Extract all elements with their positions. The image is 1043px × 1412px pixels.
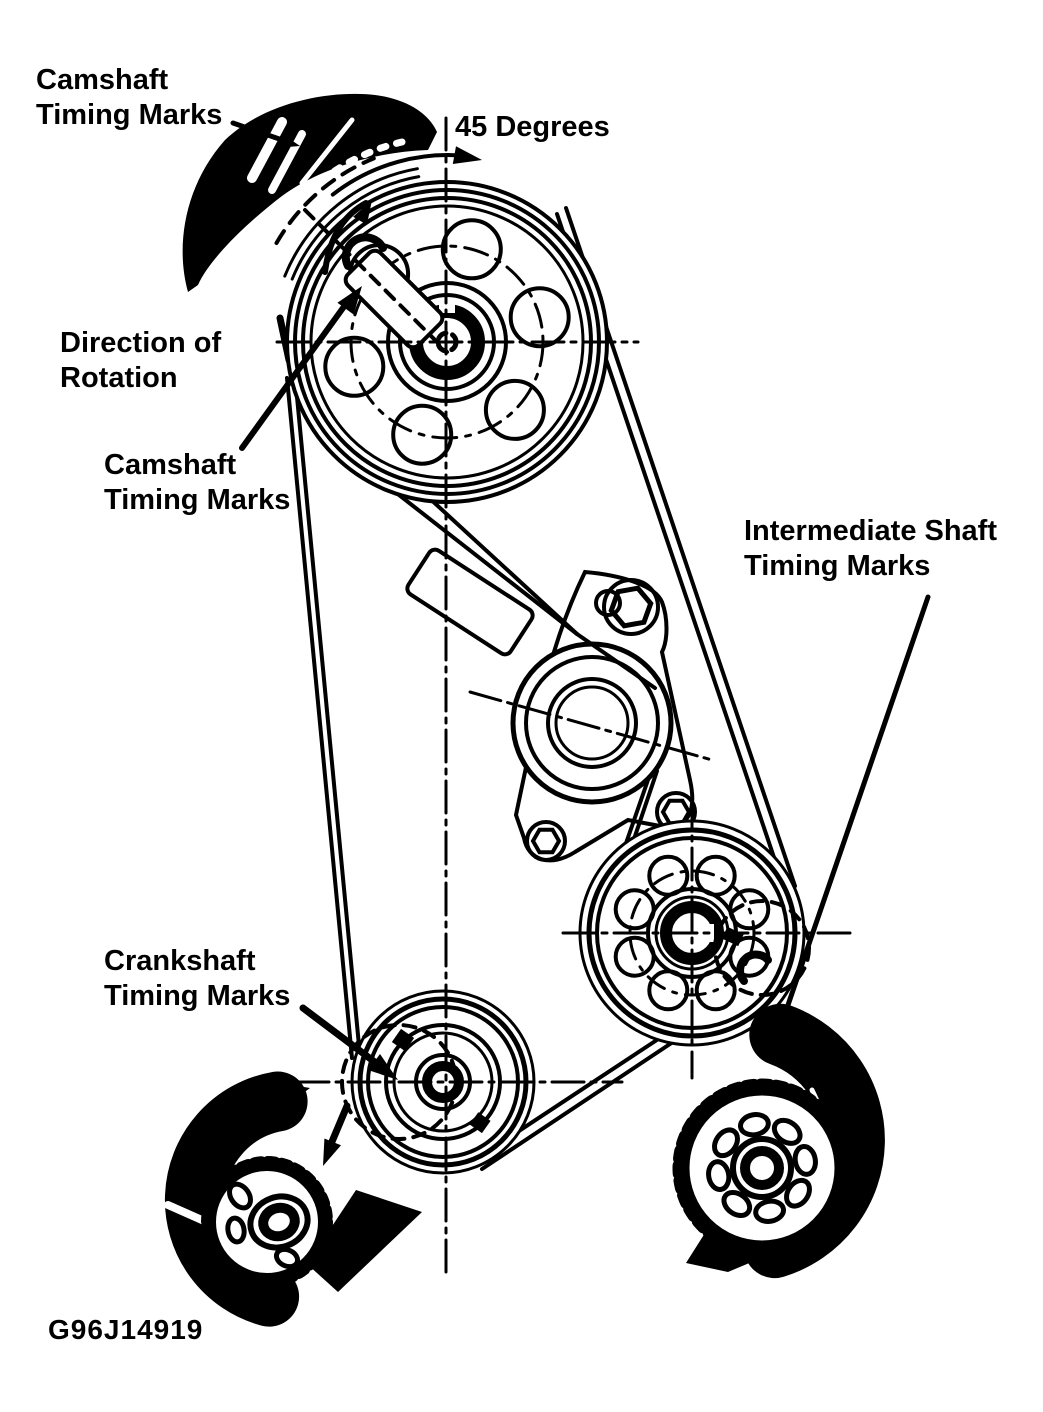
rotation-arrow <box>322 200 369 275</box>
label-line: Timing Marks <box>36 99 223 131</box>
camshaft-mid-leader <box>239 298 351 451</box>
belt-left-span-outer <box>285 376 354 1060</box>
crankshaft-arrowhead-icon <box>368 1054 398 1080</box>
label-line: Intermediate Shaft <box>744 515 997 547</box>
camshaft-closeup-mark-3 <box>299 117 355 186</box>
camshaft-closeup-belt-edge-1 <box>283 167 419 278</box>
crank-closeup-hub-ring <box>258 1202 300 1242</box>
crank-closeup-belt-wedge <box>307 1190 422 1292</box>
tensioner-bolt-left-washer <box>525 820 567 862</box>
int-closeup-hole <box>792 1144 818 1177</box>
cam-hole <box>483 378 546 441</box>
label-camshaft-timing-marks-top: Camshaft Timing Marks <box>36 63 222 133</box>
rotation-arrowhead-icon <box>353 200 372 225</box>
tensioner-pulley-hub <box>546 677 638 769</box>
belt-tensioner <box>405 547 697 863</box>
crank-closeup-hole <box>225 1215 247 1245</box>
label-45-degrees: 45 Degrees <box>455 110 610 145</box>
label-line: Rotation <box>60 362 178 394</box>
cam-pointer-hook <box>341 233 387 270</box>
tensioner-bolt-top-washer <box>602 578 660 636</box>
label-line: 45 Degrees <box>455 111 610 143</box>
tensioner-bolt-top-hex <box>608 585 654 629</box>
camshaft-closeup-mark-2 <box>268 130 306 194</box>
centerlines <box>275 116 854 1274</box>
figure-code: G96J14919 <box>48 1314 204 1345</box>
belt-bottom-span-outer <box>480 1036 681 1171</box>
crank-closeup-sprocket-teeth <box>201 1156 333 1288</box>
camshaft-mid-arrowhead-icon <box>337 286 362 315</box>
label-line: Timing Marks <box>104 484 291 516</box>
label-camshaft-timing-marks-mid: Camshaft Timing Marks <box>104 448 290 518</box>
tensioner-pulley-ring <box>524 655 660 791</box>
camshaft-top-leader <box>230 120 291 145</box>
crank-closeup-hole <box>227 1181 253 1211</box>
belt-left-span-inner <box>293 374 362 1058</box>
label-direction-of-rotation: Direction of Rotation <box>60 326 221 396</box>
crank-closeup-hole <box>273 1246 301 1270</box>
camshaft-closeup-belt-band <box>182 93 437 292</box>
leader-arrows <box>230 120 931 1166</box>
intermediate-shaft-closeup <box>672 1003 885 1279</box>
int-closeup-sprocket-teeth <box>672 1078 852 1258</box>
belt-inner-span-a <box>383 482 579 636</box>
camshaft-closeup-teeth <box>263 138 406 250</box>
cam-hole <box>508 286 571 349</box>
int-closeup-hole <box>753 1198 786 1224</box>
belt-inner-span-c <box>575 632 657 690</box>
int-closeup-hole <box>784 1177 812 1209</box>
label-line: Direction of <box>60 327 222 359</box>
int-closeup-hub-ring <box>740 1146 784 1190</box>
label-intermediate-shaft-timing-marks: Intermediate Shaft Timing Marks <box>744 514 997 584</box>
cam-hole <box>323 335 386 398</box>
crankshaft-closeup <box>164 1071 422 1327</box>
degrees-arrowhead-icon <box>452 146 482 164</box>
cam-keyway <box>439 300 455 313</box>
label-line: Timing Marks <box>744 550 931 582</box>
tensioner-centerline <box>468 690 714 762</box>
int-closeup-hole <box>706 1159 732 1192</box>
label-line: Timing Marks <box>104 980 291 1012</box>
degrees-arc <box>330 153 473 197</box>
tensioner-bolt-left-hex <box>530 827 562 855</box>
camshaft-top-arrowhead-icon <box>278 134 300 148</box>
cam-pointer-axis-dashes-ext <box>303 208 340 245</box>
label-line: Crankshaft <box>104 945 256 977</box>
label-line: Camshaft <box>104 449 237 481</box>
intermediate-leader <box>773 594 931 1043</box>
crankshaft-small-arrowhead-icon <box>323 1138 341 1166</box>
camshaft-closeup-belt-edge-2 <box>290 175 421 281</box>
int-closeup-hole <box>712 1127 740 1159</box>
belt-inner-span-e <box>630 769 659 847</box>
label-crankshaft-timing-marks: Crankshaft Timing Marks <box>104 944 290 1014</box>
crankshaft-small-arrow <box>327 1102 351 1148</box>
int-closeup-hole <box>721 1190 753 1218</box>
crankshaft-leader <box>299 1004 384 1070</box>
int-timing-mark-hook <box>736 950 772 985</box>
camshaft-closeup-dashed-arc <box>274 156 376 245</box>
camshaft-closeup-mark-1 <box>247 117 287 183</box>
intermediate-arrowhead-icon <box>771 1014 791 1046</box>
crank-closeup-belt-nub <box>250 1078 310 1124</box>
tensioner-bolt-top-center <box>594 589 622 617</box>
belt-inner-span-d <box>622 775 651 851</box>
label-line: Camshaft <box>36 64 169 96</box>
crank-closeup-belt-band <box>164 1071 308 1327</box>
crank-timing-mark-lower <box>469 1112 491 1134</box>
cam-pointer-axis-dashes <box>339 244 449 354</box>
int-closeup-hole <box>771 1117 803 1146</box>
int-closeup-hole <box>738 1112 771 1138</box>
tensioner-tool-wedge <box>405 547 535 657</box>
cam-hole <box>440 218 503 281</box>
cam-hole <box>391 403 454 466</box>
crank-timing-mark-upper <box>391 1028 415 1052</box>
tensioner-pulley-bore <box>554 685 630 761</box>
